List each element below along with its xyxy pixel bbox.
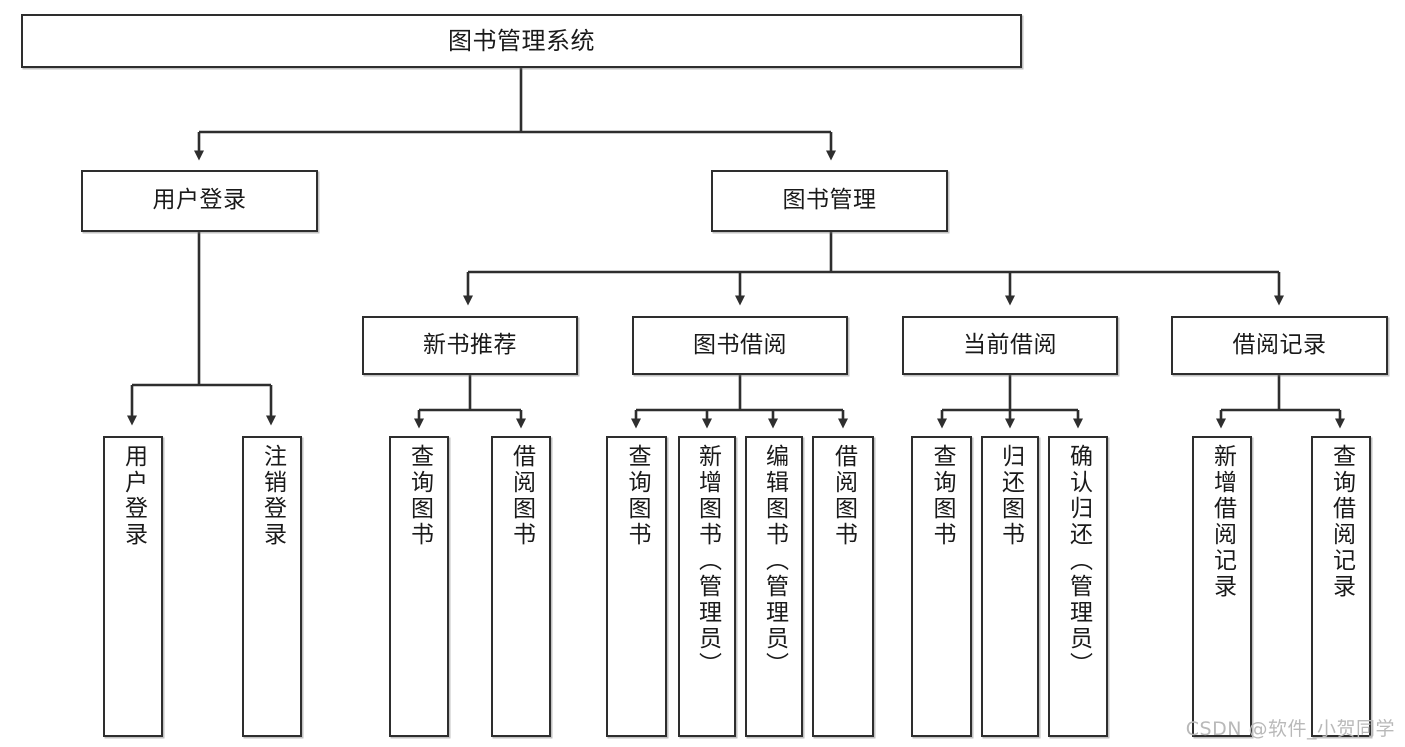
node-label: 新增图书（管理员） [694, 444, 721, 678]
node-label: 借阅图书 [830, 444, 857, 548]
leaf-query-borrowing-record[interactable]: 查询借阅记录 [1311, 436, 1371, 737]
node-label: 图书管理系统 [448, 26, 595, 55]
connectors-current-borrow [937, 375, 1083, 429]
node-label: 查询图书 [624, 444, 650, 548]
leaf-query-book-current[interactable]: 查询图书 [911, 436, 972, 737]
node-label: 图书管理 [782, 187, 877, 214]
node-label: 用户登录 [152, 187, 247, 214]
node-label: 注销登录 [259, 444, 286, 548]
node-new-book-recommendation[interactable]: 新书推荐 [362, 316, 578, 375]
node-label: 新书推荐 [423, 331, 517, 358]
leaf-add-borrowing-record[interactable]: 新增借阅记录 [1192, 436, 1252, 737]
connectors-new-book-rec [414, 375, 526, 429]
leaf-add-book-admin[interactable]: 新增图书（管理员） [678, 436, 736, 737]
node-label: 新增借阅记录 [1209, 444, 1236, 600]
node-user-login[interactable]: 用户登录 [81, 170, 318, 232]
node-label: 图书借阅 [693, 331, 787, 358]
leaf-borrow-book[interactable]: 借阅图书 [812, 436, 874, 737]
leaf-user-login[interactable]: 用户登录 [103, 436, 163, 737]
connectors-book-borrow [631, 375, 848, 429]
node-book-management[interactable]: 图书管理 [711, 170, 948, 232]
connectors-root [194, 68, 836, 161]
leaf-edit-book-admin[interactable]: 编辑图书（管理员） [745, 436, 803, 737]
leaf-borrow-book-recommendation[interactable]: 借阅图书 [491, 436, 551, 737]
node-label: 当前借阅 [963, 331, 1057, 358]
leaf-query-book-borrowing[interactable]: 查询图书 [606, 436, 667, 737]
node-root-book-management-system[interactable]: 图书管理系统 [21, 14, 1022, 68]
node-label: 用户登录 [120, 444, 147, 548]
connectors-borrow-record [1216, 375, 1345, 429]
node-label: 查询图书 [406, 444, 433, 548]
node-borrowing-record[interactable]: 借阅记录 [1171, 316, 1388, 375]
leaf-return-book[interactable]: 归还图书 [981, 436, 1039, 737]
node-label: 查询图书 [929, 444, 955, 548]
node-label: 借阅图书 [508, 444, 535, 548]
node-book-borrowing[interactable]: 图书借阅 [632, 316, 848, 375]
node-current-borrowing[interactable]: 当前借阅 [902, 316, 1118, 375]
node-label: 归还图书 [997, 444, 1024, 548]
node-label: 借阅记录 [1232, 331, 1327, 358]
leaf-query-book-recommendation[interactable]: 查询图书 [389, 436, 449, 737]
leaf-confirm-return-admin[interactable]: 确认归还（管理员） [1048, 436, 1108, 737]
node-label: 查询借阅记录 [1328, 444, 1355, 600]
connectors-book-mgmt [463, 232, 1284, 306]
connectors-user-login [127, 232, 276, 426]
leaf-logout[interactable]: 注销登录 [242, 436, 302, 737]
node-label: 编辑图书（管理员） [761, 444, 788, 678]
node-label: 确认归还（管理员） [1065, 444, 1092, 678]
